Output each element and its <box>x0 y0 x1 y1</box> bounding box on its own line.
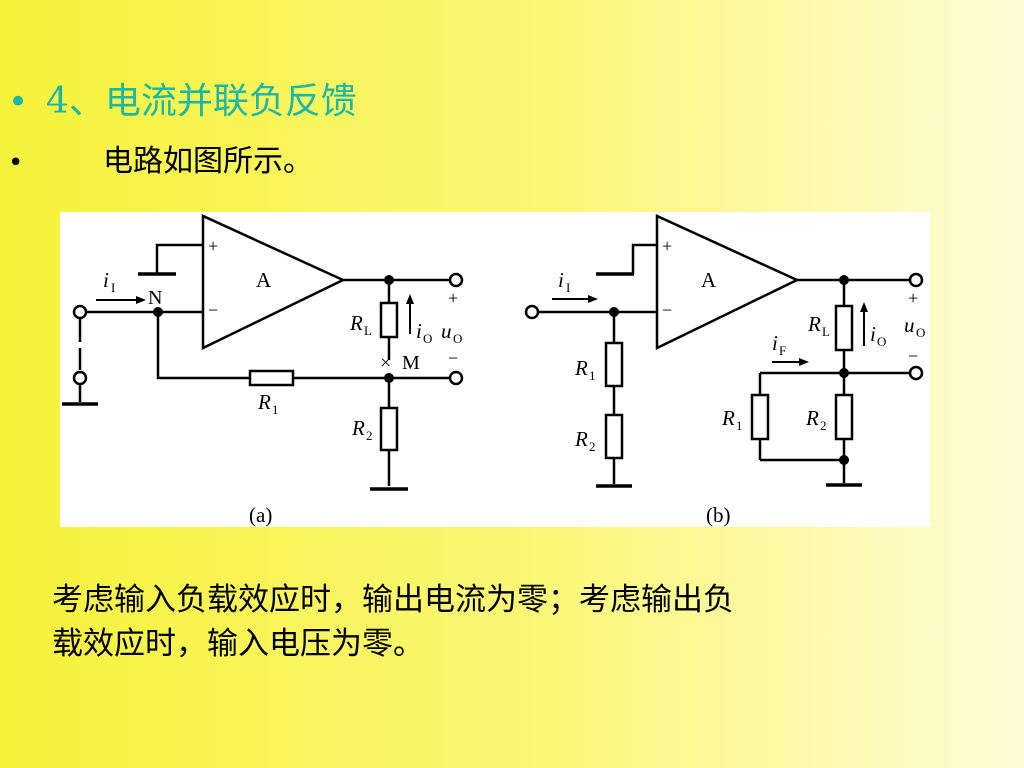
label-R: R <box>721 406 735 430</box>
caption-a: (a) <box>249 503 272 527</box>
minus-label: − <box>448 348 458 368</box>
sub-label: I <box>566 280 570 295</box>
sub-label: I <box>111 280 115 295</box>
circuit-figure-panel: A + − i I N R L i O u O + − × M R 1 R 2 … <box>60 212 930 527</box>
sub-label: 2 <box>366 428 373 443</box>
amp-label-b: A <box>701 268 717 292</box>
label-R: R <box>351 416 365 440</box>
terminal <box>72 304 88 320</box>
sub-label: 1 <box>272 402 279 417</box>
sub-label: 1 <box>736 418 743 433</box>
sub-label: 2 <box>589 439 596 454</box>
body-paragraph: 考虑输入负载效应时，输出电流为零；考虑输出负 载效应时，输入电压为零。 <box>52 578 952 666</box>
sub-label: O <box>916 325 925 340</box>
sub-label: O <box>877 334 886 349</box>
node-N: N <box>148 287 162 309</box>
resistor-R2-b <box>834 393 854 441</box>
sub-label: L <box>364 323 372 338</box>
resistor-RL-b <box>834 304 854 352</box>
label-i: i <box>772 331 778 355</box>
minus-label: − <box>208 300 218 320</box>
sub-label: F <box>779 343 786 358</box>
caption-b: (b) <box>706 503 731 527</box>
label-R: R <box>257 390 271 414</box>
label-i: i <box>103 268 109 292</box>
minus-label: − <box>908 346 918 366</box>
resistor-R1-b <box>604 341 624 388</box>
plus-label: + <box>208 236 218 256</box>
resistor-R2-b <box>604 413 624 460</box>
slide-subheading: 电路如图所示。 <box>103 144 313 179</box>
resistor-R1-feedback-b <box>750 393 770 441</box>
sub-label: O <box>453 331 462 346</box>
resistor-R2-a <box>379 406 399 452</box>
bullet: • <box>8 82 29 122</box>
label-i: i <box>870 322 876 346</box>
sub-label: 2 <box>820 418 827 433</box>
heading-line: • 4、电流并联负反馈 <box>8 72 357 124</box>
opamp-b <box>655 214 800 350</box>
label-u: u <box>904 313 915 337</box>
label-R: R <box>807 312 821 336</box>
plus-label: + <box>448 288 458 308</box>
label-R: R <box>574 427 588 451</box>
bullet: • <box>8 148 24 178</box>
label-R: R <box>349 311 363 335</box>
plus-label: + <box>662 236 672 256</box>
circuit-diagrams: A + − i I N R L i O u O + − × M R 1 R 2 … <box>62 214 925 527</box>
label-R: R <box>574 356 588 380</box>
label-u: u <box>441 319 452 343</box>
plus-label: + <box>908 288 918 308</box>
resistor-R1-a <box>248 369 295 387</box>
resistor-RL-a <box>379 301 399 339</box>
amp-label-a: A <box>256 268 272 292</box>
slide-heading: 4、电流并联负反馈 <box>46 81 357 122</box>
sub-label: 1 <box>589 368 596 383</box>
opamp-a <box>201 214 346 350</box>
label-i: i <box>416 319 422 343</box>
body-line-2: 载效应时，输入电压为零。 <box>52 626 424 662</box>
label-R: R <box>805 406 819 430</box>
cross-mark: × <box>380 352 391 374</box>
label-i: i <box>558 268 564 292</box>
subheading-line: • 电路如图所示。 <box>8 136 313 180</box>
sub-label: O <box>423 331 432 346</box>
minus-label: − <box>662 300 672 320</box>
body-line-1: 考虑输入负载效应时，输出电流为零；考虑输出负 <box>52 582 734 618</box>
node-M: M <box>402 352 420 374</box>
sub-label: L <box>822 324 830 339</box>
